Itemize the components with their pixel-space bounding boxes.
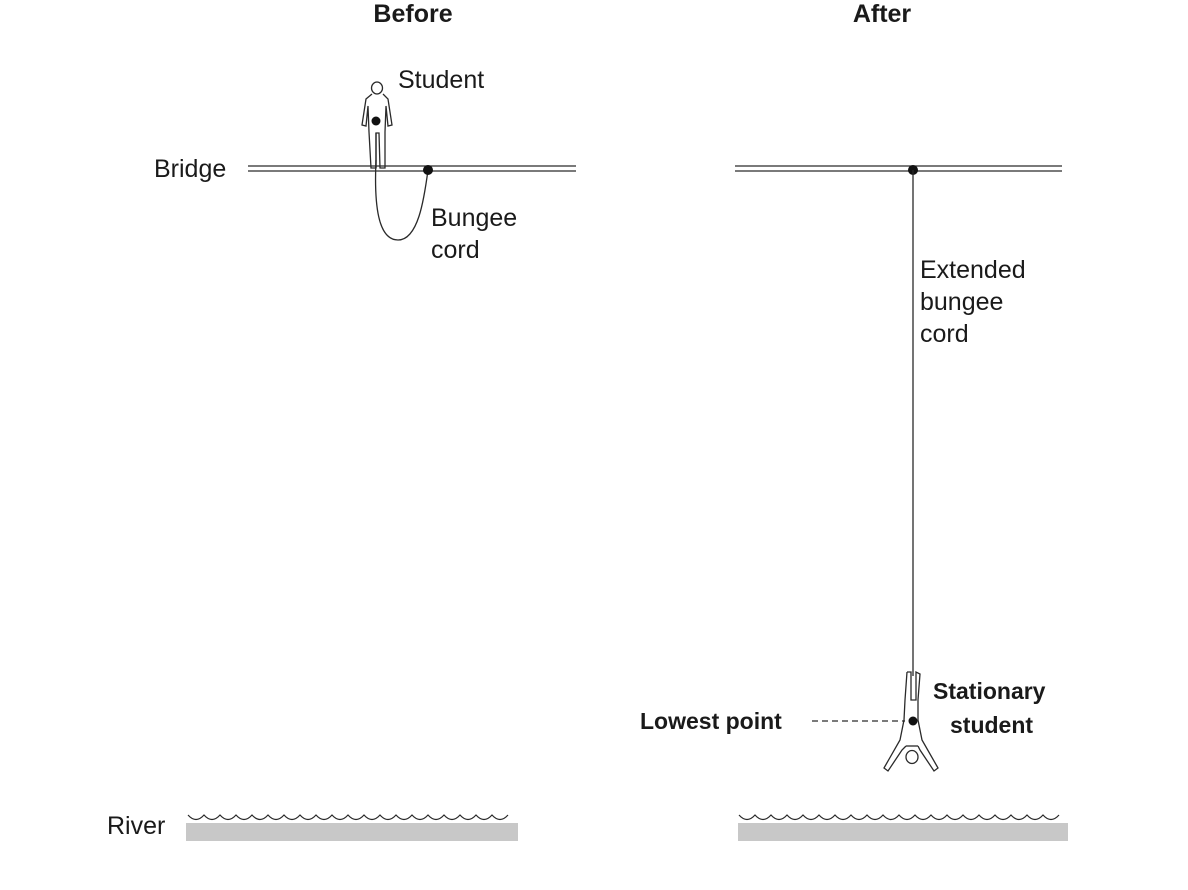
river-after	[738, 814, 1068, 841]
stationary-label-2: student	[950, 712, 1033, 738]
river-label: River	[107, 812, 165, 840]
bungee-cord-label-2: cord	[431, 236, 480, 264]
river-before	[186, 814, 518, 841]
after-panel: Extended bungee cord Stationary student …	[640, 165, 1068, 841]
heading-before: Before	[373, 0, 452, 28]
lowest-point-label: Lowest point	[640, 708, 782, 734]
extended-cord-label-2: bungee	[920, 288, 1003, 316]
extended-cord-label-1: Extended	[920, 256, 1026, 284]
student-label: Student	[398, 66, 484, 94]
bridge-before	[248, 165, 576, 172]
bungee-cord-label-1: Bungee	[431, 204, 517, 232]
student-centre-of-mass-dot	[371, 116, 381, 126]
cord-anchor-before	[423, 165, 433, 175]
stationary-label-1: Stationary	[933, 678, 1046, 704]
stationary-centre-of-mass-dot	[908, 716, 918, 726]
water-wave-icon	[738, 814, 1060, 821]
before-panel: Bridge Student Bungee cord River	[107, 66, 576, 841]
extended-cord-label-3: cord	[920, 320, 969, 348]
bridge-after	[735, 165, 1062, 172]
water-wave-icon	[187, 814, 509, 821]
bridge-label: Bridge	[154, 155, 226, 183]
bungee-cord-slack	[374, 159, 429, 241]
heading-after: After	[853, 0, 912, 28]
inverted-student-figure-icon	[883, 670, 939, 772]
